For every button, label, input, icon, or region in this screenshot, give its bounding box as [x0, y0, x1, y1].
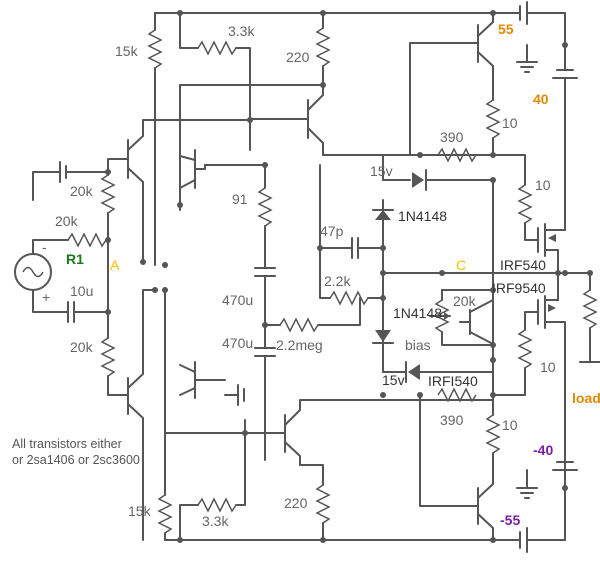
label-10-gate-bottom: 10: [540, 359, 556, 375]
resistor-91: [204, 164, 273, 269]
label-20k-a: 20k: [70, 183, 94, 199]
capacitor-10u: [67, 301, 109, 323]
label-15k-bottom: 15k: [128, 503, 152, 519]
label-20k-fb: 20k: [55, 213, 79, 229]
label-2-2meg: 2.2meg: [276, 337, 323, 353]
label-220-bottom: 220: [284, 495, 308, 511]
label-3k3-bottom: 3.3k: [202, 513, 229, 529]
diode-zener-15v-bottom: [382, 349, 494, 383]
diode-zener-15v-top: [382, 154, 494, 191]
label-15k-top: 15k: [115, 43, 139, 59]
resistor-10-gate-top: [492, 154, 539, 241]
label-3k3-top: 3.3k: [228, 23, 255, 39]
ac-source: [14, 239, 69, 313]
label-470u-a: 470u: [222, 292, 253, 308]
resistor-3k3-bottom: [179, 419, 246, 541]
resistor-20k-b: [100, 337, 129, 396]
note-transistors-line1: All transistors either: [12, 437, 122, 451]
label-10u: 10u: [70, 283, 93, 299]
transistor-input-top-right: [179, 149, 206, 189]
transistor-output-top: [409, 12, 494, 156]
label-2k2: 2.2k: [324, 273, 351, 289]
label-minus: -: [42, 239, 47, 255]
label-irf9540: IRF9540: [492, 280, 546, 296]
transistor-output-bottom: [419, 394, 494, 541]
label-irfi540: IRFI540: [428, 373, 478, 389]
label-10-bottom: 10: [502, 417, 518, 433]
resistor-r1: [67, 232, 109, 248]
label-r1: R1: [66, 251, 84, 267]
label-20k-b: 20k: [70, 339, 94, 355]
label-220-top: 220: [286, 49, 310, 65]
transistor-input-bottom-left: [127, 289, 156, 541]
bias-transistor: [459, 179, 494, 396]
label-load: load: [572, 390, 600, 406]
transistor-driver-top: [249, 84, 491, 156]
label-irf540: IRF540: [500, 257, 546, 273]
label-390-bottom: 390: [440, 412, 464, 428]
ground-cap: [224, 384, 245, 406]
capacitor-470u-b: [254, 347, 276, 461]
label-15v-bottom: 15v: [382, 372, 405, 388]
battery-plus-40: [547, 69, 578, 231]
resistor-390-top: [437, 147, 477, 163]
label-390-top: 390: [440, 129, 464, 145]
label-91: 91: [232, 191, 248, 207]
resistor-10-bottom: [485, 394, 501, 485]
label-node-a: A: [110, 257, 120, 273]
label-1n4148-top: 1N4148: [398, 208, 447, 224]
transistor-input-bottom-right: [179, 361, 226, 399]
label-40: 40: [533, 91, 549, 107]
mosfet-irf9540: [524, 295, 566, 471]
label-node-c: C: [456, 257, 466, 273]
resistor-15k-top: [147, 12, 163, 266]
top-rail-wire: [154, 1, 566, 71]
resistor-390-bottom: [437, 387, 477, 403]
ground-plus-55: [516, 44, 538, 73]
resistor-3k3-top: [179, 12, 251, 151]
label-15v-top: 15v: [370, 163, 393, 179]
resistor-10-gate-bottom: [492, 329, 533, 396]
label-bias: bias: [405, 337, 431, 353]
label-minus-40: -40: [533, 442, 553, 458]
diode-1n4148-bottom: [372, 330, 394, 344]
label-pot-20k: 20k: [453, 293, 477, 309]
ground-input: [32, 161, 109, 201]
battery-minus-40: [552, 461, 578, 541]
ground-minus-55: [516, 469, 538, 499]
resistor-15k-bottom: [157, 289, 173, 541]
label-plus: +: [42, 289, 50, 305]
bottom-rail-wire: [164, 527, 566, 553]
label-10-top: 10: [502, 115, 518, 131]
label-470u-b: 470u: [222, 335, 253, 351]
note-transistors-line2: or 2sa1406 or 2sc3600: [12, 453, 140, 467]
transistor-driver-bottom: [164, 399, 494, 466]
resistor-20k-a: [100, 174, 116, 241]
label-minus-55: -55: [500, 512, 520, 528]
label-55: 55: [498, 21, 514, 37]
capacitor-470u-a: [254, 267, 276, 349]
resistor-10-top: [485, 99, 501, 156]
bias-potentiometer: [429, 289, 494, 346]
label-10-gate-top: 10: [535, 177, 551, 193]
label-47p: 47p: [320, 223, 344, 239]
resistor-2-2meg: [264, 297, 361, 333]
mosfet-irf540: [537, 223, 566, 274]
capacitor-47p: [319, 237, 384, 259]
junction-dots: [105, 10, 593, 543]
label-1n4148-bottom: 1N4148: [393, 305, 442, 321]
